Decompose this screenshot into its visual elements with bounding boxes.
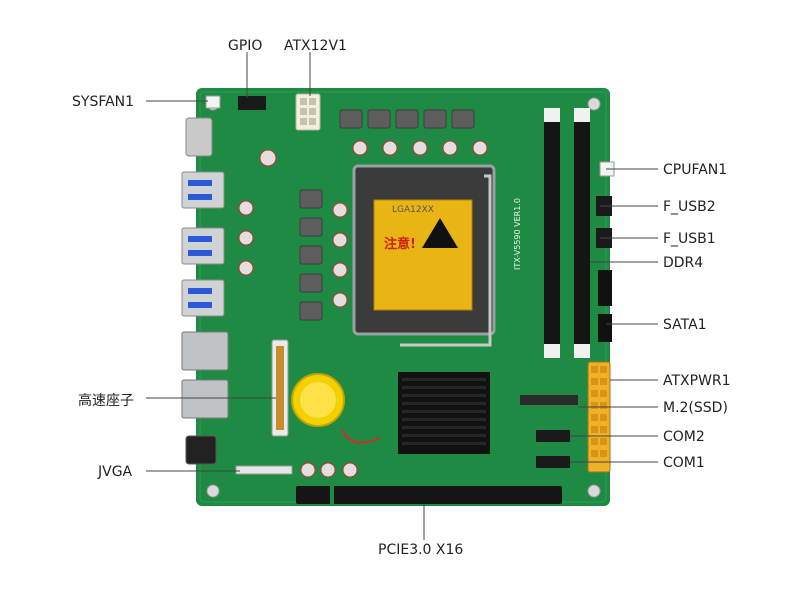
pcie-x16-slot — [296, 486, 562, 504]
pcie-slot-key — [330, 486, 334, 504]
com2-header — [536, 430, 570, 442]
atx12v1-connector — [295, 93, 321, 131]
label-sysfan1: SYSFAN1 — [72, 94, 135, 110]
label-cpufan1: CPUFAN1 — [663, 162, 728, 178]
cmos-battery-inner — [300, 382, 336, 418]
battery-cable — [341, 429, 381, 444]
socket-lever — [400, 174, 492, 347]
usb-stack-2 — [181, 227, 225, 265]
label-pcie: PCIE3.0 X16 — [378, 542, 464, 558]
label-com2: COM2 — [663, 429, 705, 445]
usb-stack-1 — [181, 171, 225, 209]
label-com1: COM1 — [663, 455, 705, 471]
ddr4-slot-2 — [574, 108, 590, 358]
label-m2-ssd: M.2(SSD) — [663, 400, 728, 416]
capacitors — [238, 140, 488, 478]
label-high-speed-header: 高速座子 — [78, 393, 134, 409]
ddr4-slot-1 — [544, 108, 560, 358]
lan-port-1 — [181, 331, 229, 371]
label-gpio: GPIO — [228, 38, 263, 54]
warning-title: 注意! — [384, 236, 416, 252]
label-f-usb2: F_USB2 — [663, 199, 716, 215]
warning-triangle-icon — [422, 218, 458, 248]
label-atx12v1: ATX12V1 — [284, 38, 347, 54]
vrm-chokes — [299, 109, 475, 321]
heatsink-fins — [402, 378, 486, 445]
socket-name: LGA12XX — [392, 205, 434, 215]
atxpwr1-pins — [591, 366, 607, 457]
sata1-connector-a — [598, 270, 612, 306]
label-ddr4: DDR4 — [663, 255, 704, 271]
cpu-socket-cover — [373, 199, 473, 311]
audio-jack — [185, 435, 217, 465]
label-atxpwr1: ATXPWR1 — [663, 373, 731, 389]
jvga-header — [235, 465, 293, 475]
ddr4-latches — [544, 108, 590, 358]
gpio-header — [238, 96, 266, 110]
label-f-usb1: F_USB1 — [663, 231, 716, 247]
label-sata1: SATA1 — [663, 317, 707, 333]
callout-lines — [146, 52, 658, 540]
atx12v1-pins — [300, 98, 316, 125]
sysfan1-header — [205, 95, 221, 109]
sata1-connector-b — [598, 314, 612, 342]
board-model-text: ITX-V5590 VER1.0 — [513, 198, 522, 270]
hdmi-port — [185, 117, 213, 157]
m2-slot — [520, 395, 578, 405]
lan-port-2 — [181, 379, 229, 419]
label-jvga: JVGA — [98, 464, 133, 480]
usb-stack-3 — [181, 279, 225, 317]
com1-header — [536, 456, 570, 468]
high-speed-header-pins — [276, 346, 284, 430]
